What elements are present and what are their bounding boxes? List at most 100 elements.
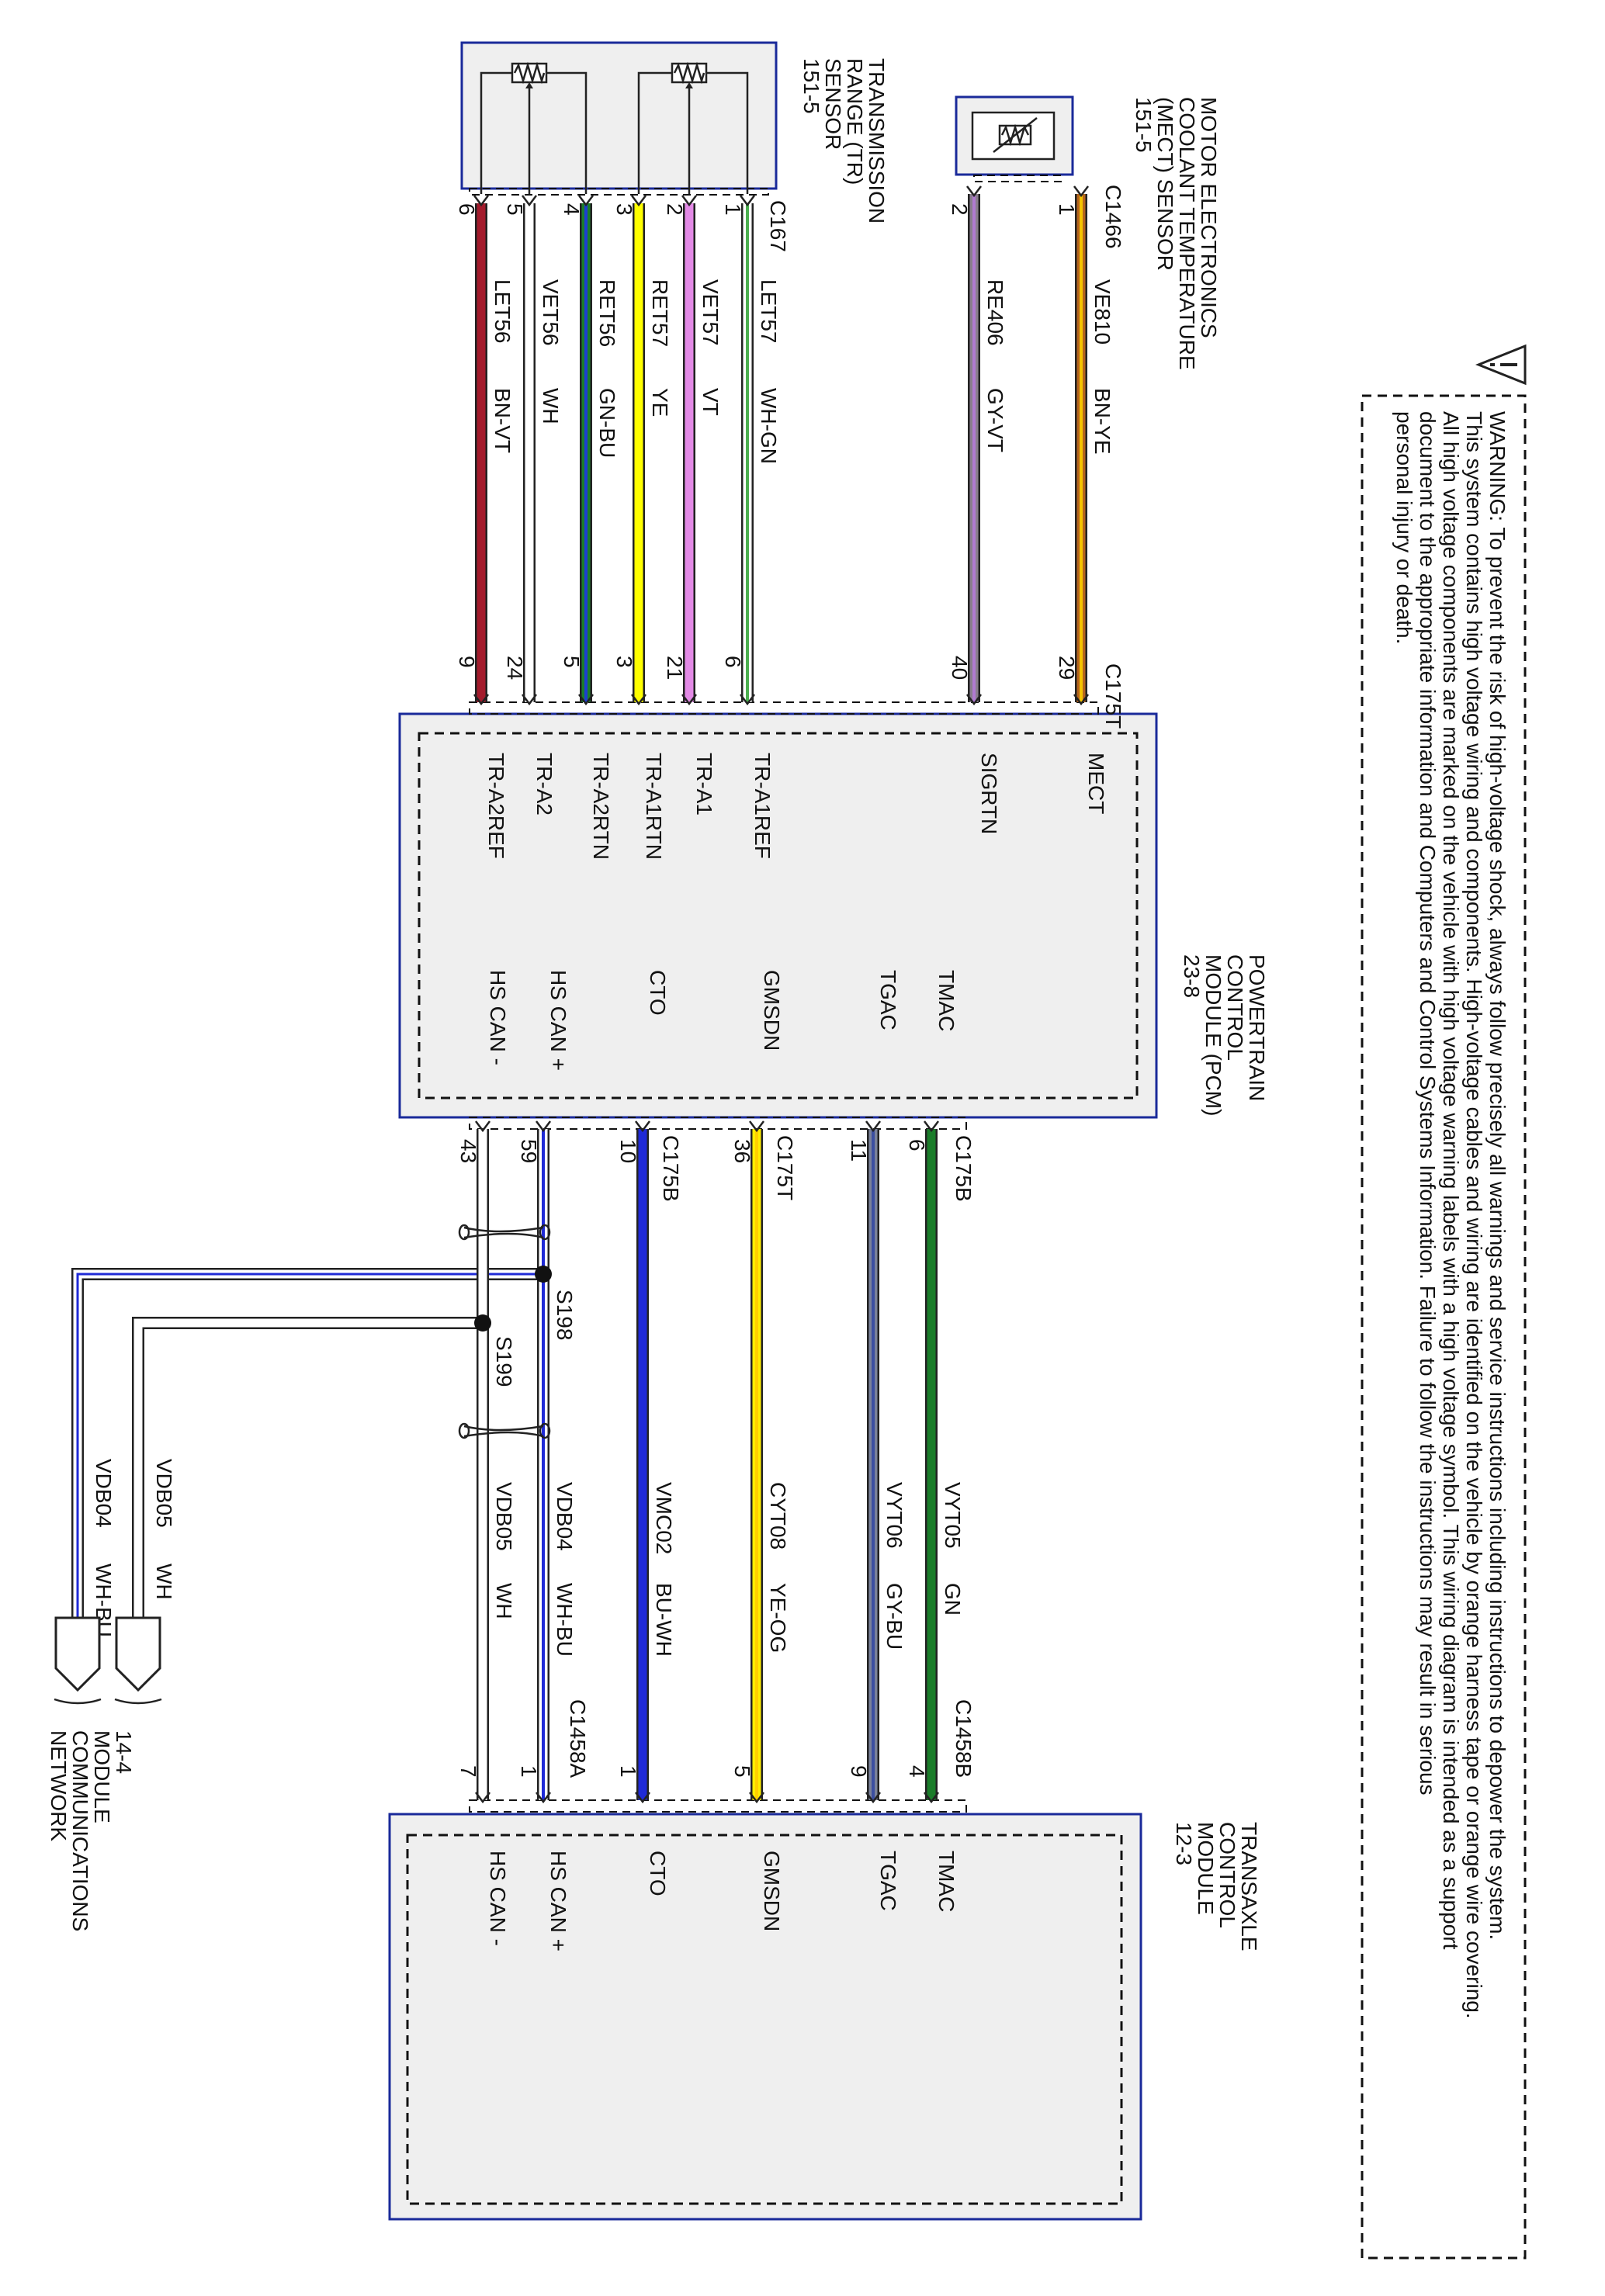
pin-to-vmc02: 1 <box>616 1765 640 1778</box>
wire-color-vet56: WH <box>539 388 563 424</box>
pin-to-vdb05: 7 <box>456 1765 480 1778</box>
splice-s198-label: S198 <box>553 1290 577 1340</box>
pin-from-vmc02: 10 <box>616 1139 640 1163</box>
wire-circuit-ve810: VE810 <box>1090 279 1114 345</box>
pin-from-vdb04: 59 <box>517 1139 541 1163</box>
wire-vet56 <box>522 195 537 706</box>
branch-wire-vdb05 <box>132 1317 483 1618</box>
wire-ve810 <box>1073 185 1089 706</box>
tcm-pin-tmac: TMAC <box>934 1851 958 1912</box>
pin-from-ret56: 4 <box>560 203 584 216</box>
wires-layer <box>473 185 1089 1804</box>
pcm-pin-mect: MECT <box>1084 753 1108 814</box>
pcm-name-3: MODULE (PCM) <box>1201 954 1225 1116</box>
pcm-pin-gmsdn: GMSDN <box>760 970 784 1051</box>
pin-to-vyt05: 4 <box>905 1765 929 1778</box>
mect-sensor-connector: C1466 <box>1101 185 1125 249</box>
tcm-pin-cto: CTO <box>646 1851 670 1896</box>
warning-line-5: personal injury or death. <box>1392 411 1416 644</box>
wire-let57 <box>740 195 755 706</box>
pin-to-cyt08: 5 <box>730 1765 754 1778</box>
pcm-name-1: POWERTRAIN <box>1245 954 1269 1101</box>
connector-c175t-gmsdn: C175T <box>773 1135 797 1200</box>
mect-sensor-name-3: (MECT) SENSOR <box>1153 97 1177 271</box>
pin-from-vyt06: 11 <box>847 1139 871 1162</box>
twisted-pair-marker-2 <box>458 1422 551 1439</box>
pin-to-vyt06: 9 <box>847 1765 871 1778</box>
wire-color-ve810: BN-YE <box>1090 388 1114 455</box>
wire-vdb05 <box>475 1120 491 1804</box>
branch-vdb05-circuit: VDB05 <box>152 1459 176 1528</box>
tcm-name-3: MODULE <box>1194 1822 1218 1915</box>
wire-color-vyt06: GY-BU <box>882 1583 906 1650</box>
pin-to-re406: 40 <box>948 656 972 680</box>
pin-from-ve810: 1 <box>1055 203 1079 216</box>
pcm-pin-hs-can-: HS CAN - <box>486 970 510 1065</box>
wire-ret57 <box>631 195 647 706</box>
pin-to-ret56: 5 <box>560 656 584 668</box>
pin-from-vyt05: 6 <box>905 1139 929 1151</box>
tcm-pin-hs-can-: HS CAN - <box>486 1851 510 1946</box>
wire-circuit-vdb05: VDB05 <box>492 1482 516 1551</box>
warning-triangle-icon <box>1475 344 1527 386</box>
wire-vyt05 <box>924 1120 939 1804</box>
pin-to-vdb04: 1 <box>517 1765 541 1778</box>
pin-to-vet56: 24 <box>503 656 527 680</box>
connector-c1458b: C1458B <box>952 1699 976 1778</box>
tr-sensor-name-1: TRANSMISSION <box>865 58 889 223</box>
wire-circuit-vyt05: VYT05 <box>941 1482 965 1549</box>
pin-from-vet57: 2 <box>663 203 687 216</box>
network-name-4: NETWORK <box>47 1730 71 1841</box>
wire-vet57 <box>681 195 697 706</box>
tcm-name-1: TRANSAXLE <box>1237 1822 1261 1951</box>
pcm-name-4: 23-8 <box>1180 954 1204 998</box>
warning-line-2: This system contains high voltage wiring… <box>1462 411 1486 2019</box>
splice-s199-label: S199 <box>492 1336 516 1387</box>
pcm-pin-tr-a2rtn: TR-A2RTN <box>589 753 613 860</box>
tr-sensor-name-2: RANGE (TR) <box>843 58 867 185</box>
tcm-pin-tgac: TGAC <box>876 1851 900 1911</box>
wire-color-let57: WH-GN <box>757 388 781 464</box>
pcm-pin-hs-can-: HS CAN + <box>546 970 570 1071</box>
wire-circuit-vmc02: VMC02 <box>652 1482 676 1554</box>
wire-color-vmc02: BU-WH <box>652 1583 676 1657</box>
splice-s199: S199 <box>474 1314 516 1387</box>
pin-to-let56: 9 <box>455 656 479 668</box>
tcm-box <box>388 1813 1142 2221</box>
wire-ret56 <box>578 195 594 706</box>
connector-c1458a: C1458A <box>566 1699 590 1778</box>
wire-color-vyt05: GN <box>941 1583 965 1616</box>
wire-color-vdb05: WH <box>492 1583 516 1619</box>
wire-color-cyt08: YE-OG <box>766 1583 790 1653</box>
wire-circuit-vdb04: VDB04 <box>553 1482 577 1551</box>
wire-circuit-vyt06: VYT06 <box>882 1482 906 1549</box>
pcm-pin-cto: CTO <box>646 970 670 1016</box>
pin-from-let56: 6 <box>455 203 479 216</box>
pins-layer: VE810BN-YE129RE406GY-VT240LET57WH-GN16VE… <box>455 203 1114 1951</box>
pcm-pin-tr-a2ref: TR-A2REF <box>484 753 508 859</box>
pin-to-ret57: 3 <box>612 656 636 668</box>
warning-line-1: WARNING: To prevent the risk of high-vol… <box>1485 411 1510 1940</box>
branch-vdb04-circuit: VDB04 <box>92 1459 116 1528</box>
pin-from-let57: 1 <box>721 203 745 216</box>
wire-color-vet57: VT <box>699 388 723 416</box>
wire-color-let56: BN-VT <box>491 388 515 453</box>
tcm-pin-gmsdn: GMSDN <box>760 1851 784 1931</box>
branch-wire-vdb04 <box>71 1268 543 1618</box>
mect-sensor-name-2: COOLANT TEMPERATURE <box>1175 97 1199 370</box>
pin-from-cyt08: 36 <box>730 1139 754 1163</box>
pcm-pin-tmac: TMAC <box>934 970 958 1031</box>
warning-line-3: All high voltage components are marked o… <box>1439 411 1463 1950</box>
splice-s198: S198 <box>535 1266 577 1340</box>
pin-from-re406: 2 <box>948 203 972 216</box>
pin-from-vet56: 5 <box>503 203 527 216</box>
tcm-name-2: CONTROL <box>1215 1822 1239 1928</box>
twisted-pair-marker-1 <box>458 1224 551 1241</box>
pcm-pin-tr-a1ref: TR-A1REF <box>751 753 775 859</box>
pin-to-ve810: 29 <box>1055 656 1079 680</box>
wire-let56 <box>473 195 489 706</box>
wire-vyt06 <box>865 1120 881 1804</box>
wire-color-vdb04: WH-BU <box>553 1583 577 1657</box>
wire-circuit-vet57: VET57 <box>699 279 723 346</box>
